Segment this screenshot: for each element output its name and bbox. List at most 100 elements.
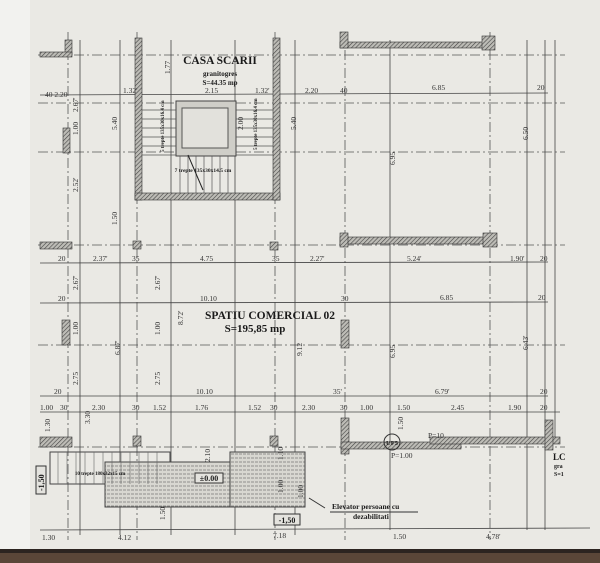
wall-segment [339, 232, 349, 248]
wall-segment [339, 41, 491, 49]
dimension-label-vertical: 1.50 [396, 417, 405, 430]
dimension-label-vertical: 2.52' [71, 177, 80, 192]
dimension-label: 1.00 [360, 403, 373, 412]
dimension-label: 40 2.20 [45, 90, 68, 99]
dimension-label-vertical: 1.00 [296, 485, 305, 498]
stair-core [142, 100, 273, 193]
door-tag: UF5 [386, 440, 399, 447]
dimension-label: 35' [333, 387, 343, 396]
dimension-label-vertical: 1.30 [43, 419, 52, 432]
wall-segment [340, 319, 350, 349]
dimension-label: 20 [540, 254, 548, 263]
dimension-label: 1.30 [42, 533, 55, 542]
wall-segment [339, 236, 491, 245]
dimension-label: 20 [538, 293, 546, 302]
paper-edge-shadow [0, 549, 600, 553]
dimension-line [39, 527, 591, 531]
stair-arrow [187, 154, 204, 191]
dimension-label-vertical: 2.10 [203, 449, 212, 462]
wall-segment [340, 441, 462, 450]
wall-segment [39, 436, 73, 448]
level-lower-left: -1,50 [37, 474, 46, 491]
elevator-note-line2: dezabilitati [353, 512, 389, 521]
dimension-label: 6.85 [440, 293, 453, 302]
axis-gridlines [38, 32, 565, 540]
level-box-right [273, 513, 301, 526]
wall-segment [132, 435, 142, 447]
dimension-label-vertical: 5.40 [289, 117, 298, 130]
dimension-label-vertical: 8.72' [176, 310, 185, 325]
wall-segment [272, 37, 281, 201]
dimension-label-vertical: 2.00 [236, 117, 245, 130]
dimension-label: 1.50 [393, 532, 406, 541]
dimension-label-vertical: 2.67' [71, 97, 80, 112]
stair-room-name: CASA SCARII [183, 55, 257, 67]
dimension-label: 2.15 [205, 86, 218, 95]
elevator-leader [308, 497, 326, 509]
stair-room-finish: granitogres [203, 70, 237, 78]
wall-segment [62, 127, 71, 154]
elevator-platform [229, 451, 306, 508]
dimension-label-vertical: 2.67' [71, 275, 80, 290]
room-labels: CASA SCARII granitogres S=44.35 mp SPATI… [183, 55, 335, 335]
level-ground: ±0.00 [200, 474, 218, 483]
dimension-label: 1.76 [195, 403, 208, 412]
paper-margin [0, 0, 30, 563]
dimension-label: 40 [340, 86, 348, 95]
dimension-label: 4.12 [118, 533, 131, 542]
level-box-ground [194, 472, 224, 484]
wall-segment [39, 241, 73, 250]
dimension-label: 20 [54, 387, 62, 396]
sill-p10: P=10 [428, 431, 444, 440]
dimension-label-vertical: 9.12 [295, 343, 304, 356]
dimension-label-vertical: 2.75 [71, 372, 80, 385]
dimension-label-vertical: 6.87' [113, 340, 122, 355]
commercial-room-name: SPATIU COMERCIAL 02 [205, 310, 335, 322]
cut-label-2: gra [554, 464, 563, 470]
dimension-label-vertical: 1.50 [110, 212, 119, 225]
dimension-label: 1.50 [397, 403, 410, 412]
dimension-label: 20 [540, 387, 548, 396]
wall-segment [134, 192, 281, 201]
dimension-label: 1.32' [123, 86, 138, 95]
dimension-line [39, 92, 549, 96]
dimension-label-vertical: 1.00 [153, 322, 162, 335]
dimension-label-vertical: 3.30 [83, 411, 92, 424]
dimension-label: 10.10 [200, 294, 217, 303]
entry-flight: 10 trepte 180x32x15 cm [75, 472, 126, 477]
door-tag-circle [383, 433, 401, 451]
sill-p100: P=1.00 [391, 451, 413, 460]
dimension-label: 2.30 [302, 403, 315, 412]
dimension-label: 1.52 [153, 403, 166, 412]
dimension-label: 2.45 [451, 403, 464, 412]
dimension-label: 20 [58, 254, 66, 263]
dimension-label-vertical: 1.10 [276, 447, 285, 460]
level-box-left [35, 465, 47, 495]
walls [39, 31, 561, 455]
dimension-label: 1.52 [248, 403, 261, 412]
level-marks: ±0.00 -1,50 -1,50 [37, 474, 295, 525]
dimension-label-vertical: 5.40 [110, 117, 119, 130]
dimension-label: 30 [132, 403, 140, 412]
wall-segment [61, 319, 71, 346]
dimension-label-vertical: 1.00 [71, 322, 80, 335]
dimension-label: 4.78' [486, 532, 501, 541]
stair-room-area: S=44.35 mp [202, 79, 237, 87]
dimension-label: 30 [60, 403, 68, 412]
cut-label-3: S=1 [554, 472, 564, 478]
wall-segment [544, 419, 554, 451]
elevator-cab [181, 107, 229, 149]
dimension-label: 2.30 [92, 403, 105, 412]
dimension-label: 10.10 [196, 387, 213, 396]
dimension-label: 1.90 [508, 403, 521, 412]
dimension-label: 35 [272, 254, 280, 263]
dimension-label-vertical: 6.50 [521, 127, 530, 140]
dimension-label: 20 [537, 83, 545, 92]
dimension-label: 20 [540, 403, 548, 412]
wall-segment [269, 241, 279, 251]
dimension-label: 4.75 [200, 254, 213, 263]
dimension-label-vertical: 6.95 [388, 152, 397, 165]
dimension-label: 35 [132, 254, 140, 263]
stair-right-flight: 5 trepte 135x30x16.4 cm [254, 98, 259, 150]
